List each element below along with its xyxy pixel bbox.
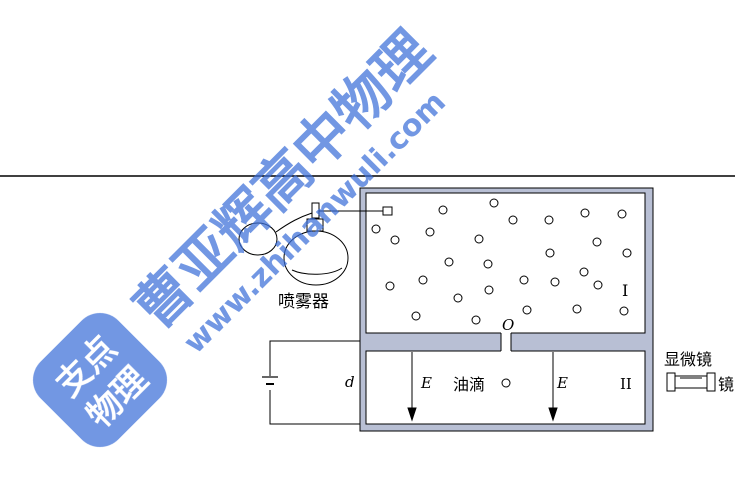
droplet-group — [371, 198, 632, 325]
field-arrows — [407, 352, 558, 422]
field-label-right: E — [556, 374, 568, 392]
lower-chamber — [365, 350, 646, 425]
sprayer-bulb — [238, 222, 278, 256]
oil-droplet — [371, 224, 381, 234]
region-1-label: I — [622, 281, 628, 300]
oil-droplet — [619, 306, 629, 316]
microscope-label: 显微镜 — [664, 350, 712, 369]
oil-droplet — [572, 304, 582, 314]
origin-label: O — [502, 316, 514, 334]
oil-droplet — [418, 275, 428, 285]
oil-droplet — [425, 227, 435, 237]
oil-droplet — [508, 215, 518, 225]
watermark-badge: 支点 物理 — [32, 312, 168, 448]
distance-label: d — [345, 373, 355, 391]
oil-droplet — [483, 259, 493, 269]
oil-droplet — [385, 281, 395, 291]
battery-circuit — [262, 340, 360, 425]
oil-droplet — [453, 293, 463, 303]
sprayer-bottle — [283, 230, 349, 286]
oil-drop — [501, 378, 511, 388]
oil-droplet — [522, 305, 532, 315]
oil-drop-label: 油滴 — [453, 375, 485, 394]
oil-droplet — [592, 237, 602, 247]
oil-droplet — [471, 315, 481, 325]
sprayer — [238, 202, 349, 286]
plate-hole — [501, 332, 511, 352]
sprayer-label: 喷雾器 — [278, 292, 329, 312]
oil-droplet — [593, 280, 603, 290]
oil-droplet — [438, 205, 448, 215]
sprayer-nozzle — [318, 206, 393, 216]
field-label-left: E — [420, 374, 432, 392]
oil-droplet — [484, 285, 494, 295]
oil-droplet — [622, 248, 632, 258]
upper-chamber — [365, 192, 646, 334]
oil-droplet — [489, 198, 499, 208]
chamber — [359, 187, 654, 432]
oil-droplet — [411, 311, 421, 321]
oil-droplet — [617, 209, 627, 219]
microscope-edge-label: 镜 — [718, 375, 734, 394]
oil-droplet — [544, 215, 554, 225]
region-2-label: II — [620, 375, 632, 393]
oil-droplet — [474, 234, 484, 244]
oil-droplet — [444, 257, 454, 267]
microscope-icon — [666, 372, 716, 392]
oil-droplet — [580, 208, 590, 218]
oil-droplet — [545, 248, 555, 258]
oil-droplet — [550, 277, 560, 287]
oil-droplet — [579, 267, 589, 277]
oil-droplet — [390, 235, 400, 245]
oil-droplet — [519, 275, 529, 285]
